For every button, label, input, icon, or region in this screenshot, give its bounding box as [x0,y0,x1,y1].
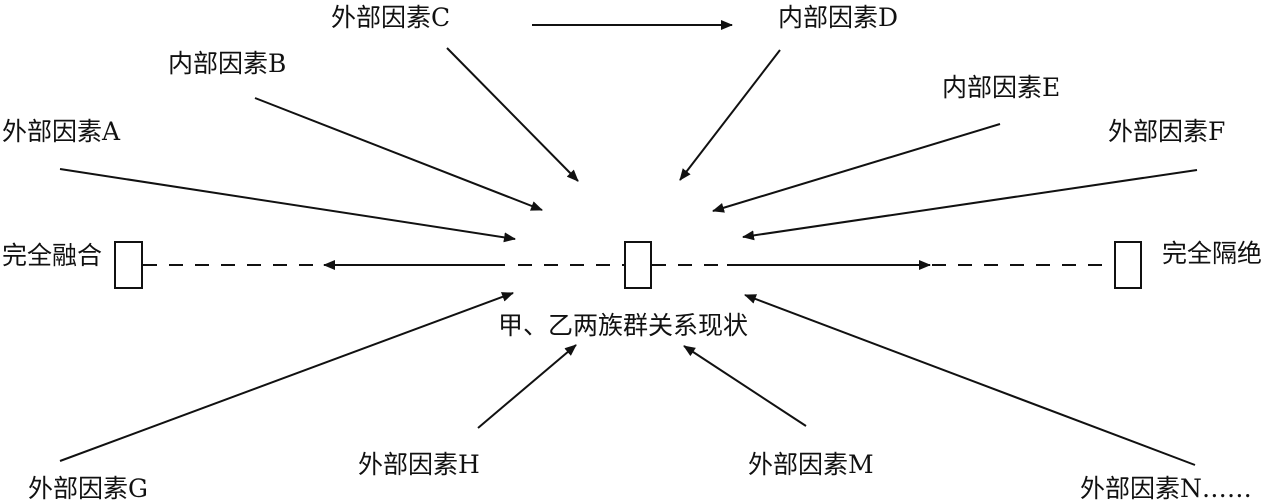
label-internal-b: 内部因素B [168,49,286,78]
arrow-internal-b [254,97,543,211]
left-end-marker [114,241,143,289]
label-external-n: 外部因素N…… [1080,474,1252,503]
arrow-external-g [59,292,514,462]
arrow-internal-d [679,49,781,181]
right-end-marker [1114,241,1142,289]
label-right-end: 完全隔绝 [1162,239,1262,268]
label-external-c: 外部因素C [331,3,450,32]
label-external-m: 外部因素M [748,450,874,479]
label-external-h: 外部因素H [358,450,480,479]
label-internal-d: 内部因素D [778,3,898,32]
arrow-internal-e [712,123,1001,213]
arrow-external-a [59,168,516,243]
arrow-external-h [477,344,577,429]
label-external-f: 外部因素F [1108,117,1225,146]
label-left-end: 完全融合 [2,241,102,270]
arrow-external-n [744,294,1196,466]
label-external-g: 外部因素G [28,474,148,503]
label-current-state: 甲、乙两族群关系现状 [498,311,748,340]
arrow-external-f [742,169,1198,241]
arrow-external-c [446,47,579,182]
current-state-marker [624,241,652,289]
label-internal-e: 内部因素E [942,73,1060,102]
label-external-a: 外部因素A [2,117,121,146]
arrow-external-m [683,345,807,427]
